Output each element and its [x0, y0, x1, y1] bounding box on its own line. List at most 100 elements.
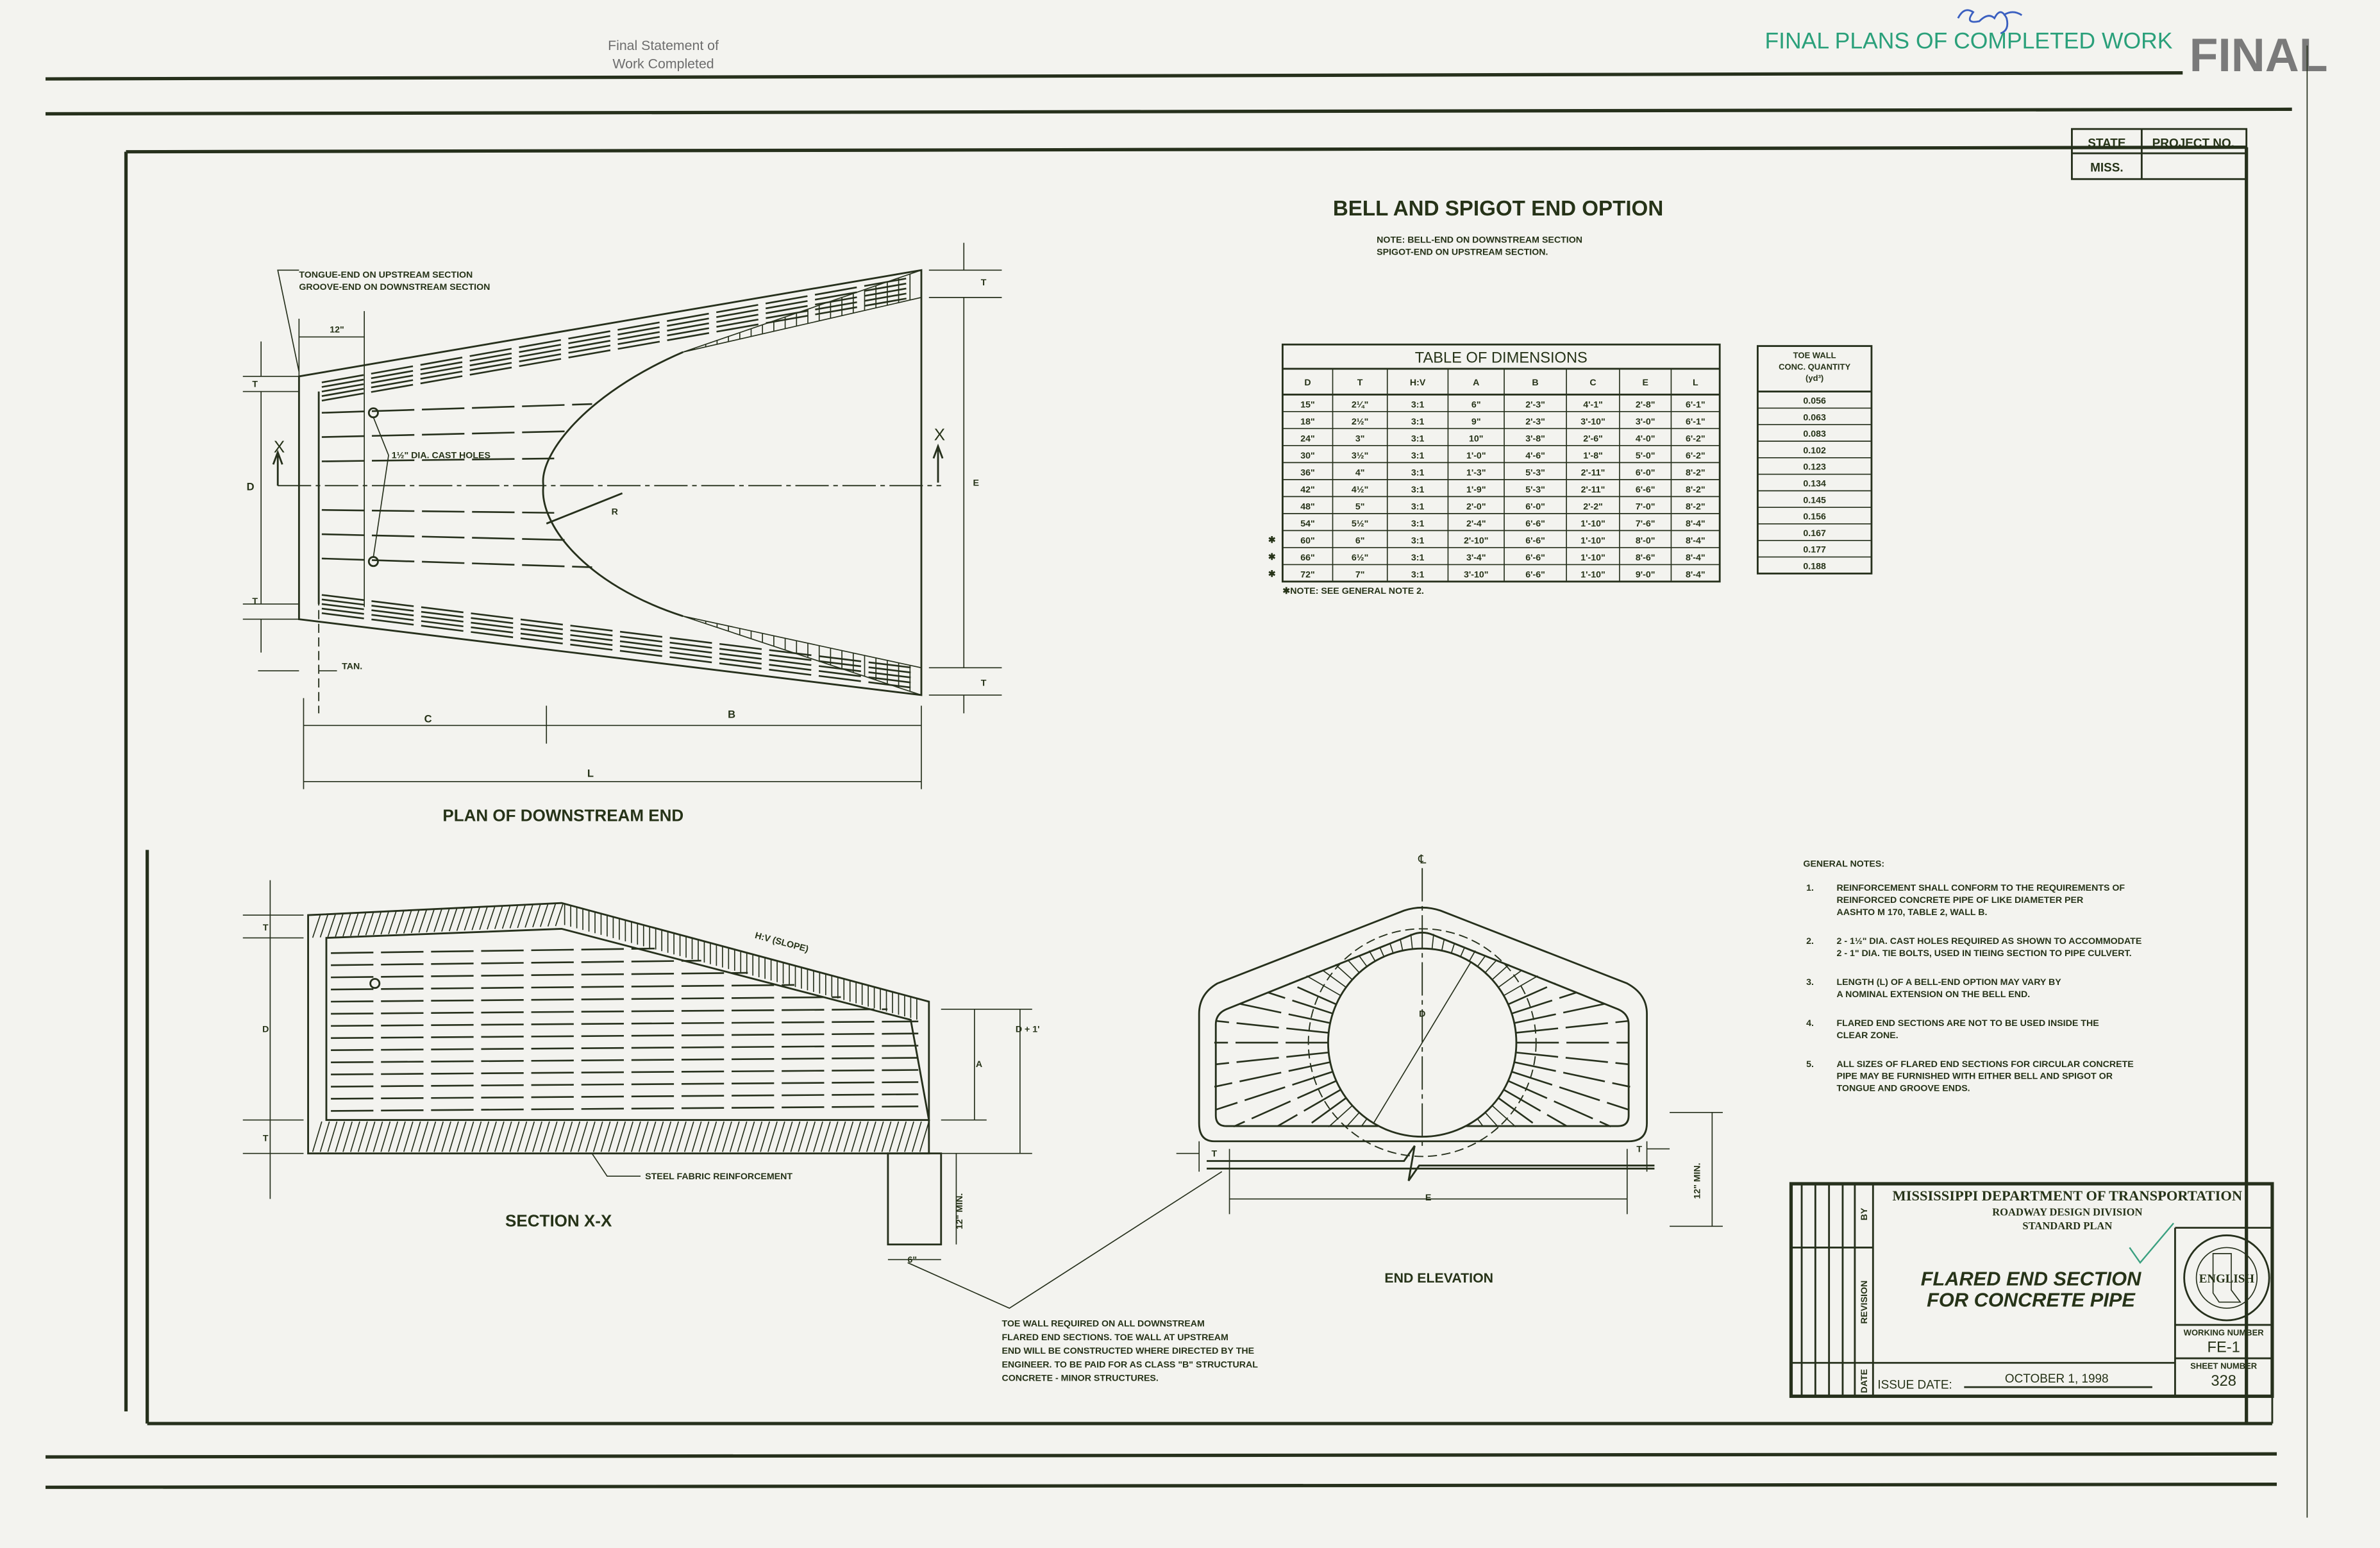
- radial-line: [1322, 970, 1346, 988]
- table-cell: 6'-6": [1525, 553, 1545, 563]
- note-number: 4.: [1806, 1018, 1814, 1029]
- bell-spigot-option: BELL AND SPIGOT END OPTION NOTE: BELL-EN…: [1333, 197, 1663, 258]
- table-cell: 2'-4": [1466, 519, 1486, 529]
- toe-wall-width-label: 6": [907, 1255, 917, 1265]
- table-cell: 6'-6": [1636, 485, 1655, 495]
- hatch-line: [889, 1121, 900, 1152]
- checkmark-icon: [2129, 1222, 2174, 1265]
- hatch-line: [410, 910, 420, 934]
- general-note-item: 4.FLARED END SECTIONS ARE NOT TO BE USED…: [1806, 1018, 2099, 1041]
- hatch-line: [539, 1121, 550, 1152]
- hatch-line: [881, 1121, 892, 1152]
- plan-of-downstream-end: TONGUE-END ON UPSTREAM SECTION GROOVE-EN…: [242, 242, 1002, 825]
- end-elevation: ℄ D T T E 12" MIN. END ELEVATION: [1176, 854, 1723, 1286]
- table-cell: 6": [1471, 400, 1481, 410]
- flare-curve: [542, 351, 683, 618]
- radial-line: [1431, 934, 1434, 950]
- dim-t-label: T: [981, 278, 987, 288]
- hatch-line: [532, 904, 541, 928]
- hatch-line: [350, 913, 359, 936]
- rebar-line: [321, 292, 911, 397]
- radial-line: [1516, 1020, 1629, 1034]
- note-line: 2 - 1½" DIA. CAST HOLES REQUIRED AS SHOW…: [1836, 936, 2141, 946]
- end-elevation-title: END ELEVATION: [1384, 1270, 1493, 1286]
- table-cell: 2¼": [1352, 400, 1368, 410]
- table-cell: 6'-0": [1636, 467, 1655, 478]
- table-cell: 3:1: [1411, 501, 1425, 512]
- sheet-number-label: SHEET NUMBER: [2190, 1361, 2258, 1371]
- hatch-line: [813, 1121, 823, 1152]
- table-cell: 1'-9": [1466, 485, 1486, 495]
- bell-spigot-note-1: NOTE: BELL-END ON DOWNSTREAM SECTION: [1377, 235, 1582, 246]
- toe-wall-header: CONC. QUANTITY: [1779, 362, 1850, 371]
- column-header-h:v: H:V: [1410, 378, 1426, 388]
- dim-12-in: 12": [330, 324, 344, 335]
- column-header-a: A: [1473, 378, 1479, 388]
- toe-wall-note-line: CONCRETE - MINOR STRUCTURES.: [1001, 1374, 1158, 1384]
- hatch-line: [410, 1121, 421, 1152]
- table-cell: 24": [1300, 433, 1315, 444]
- hatch-line: [851, 1121, 862, 1152]
- table-cell: 48": [1300, 501, 1315, 512]
- hatch-line: [501, 905, 511, 929]
- table-cell: 7": [1355, 570, 1365, 580]
- min-12-label: 12" MIN.: [1692, 1163, 1702, 1199]
- table-cell: 2'-10": [1464, 536, 1489, 546]
- table-cell: 6'-6": [1525, 519, 1545, 529]
- toe-wall-note-line: FLARED END SECTIONS. TOE WALL AT UPSTREA…: [1001, 1333, 1228, 1343]
- table-cell: 1'-0": [1466, 451, 1486, 461]
- by-label: BY: [1859, 1207, 1870, 1220]
- radial-line: [1267, 991, 1334, 1014]
- radial-line: [1450, 943, 1455, 954]
- hatch-line: [441, 1121, 451, 1152]
- radial-line: [1477, 955, 1486, 967]
- hatch-line: [843, 1121, 854, 1152]
- rebar-line: [331, 959, 701, 966]
- note-line: ALL SIZES OF FLARED END SECTIONS FOR CIR…: [1836, 1059, 2133, 1070]
- table-cell: 8'-2": [1686, 501, 1705, 512]
- toe-wall-quantity: 0.063: [1803, 412, 1826, 423]
- radial-line: [1507, 982, 1556, 1005]
- statement-label-line2: Work Completed: [612, 56, 714, 72]
- note-line: REINFORCED CONCRETE PIPE OF LIKE DIAMETE…: [1836, 895, 2083, 905]
- revision-label: REVISION: [1859, 1281, 1870, 1324]
- table-cell: 4'-0": [1636, 433, 1655, 444]
- hatch-line: [835, 1121, 846, 1152]
- hatch-line: [760, 1121, 771, 1152]
- rebar-line: [321, 287, 911, 392]
- hatch-line: [357, 1121, 368, 1152]
- table-cell: 6'-1": [1686, 417, 1705, 427]
- hatch-line: [570, 1121, 581, 1152]
- dim-b-label: B: [728, 708, 735, 720]
- hatch-line: [722, 1121, 732, 1152]
- table-cell: 8'-4": [1686, 536, 1705, 546]
- hatch-line: [448, 908, 458, 932]
- table-cell: 15": [1300, 400, 1315, 410]
- toe-wall-quantity: 0.134: [1803, 479, 1826, 489]
- column-header-e: E: [1642, 378, 1648, 388]
- hatch-line: [539, 904, 549, 927]
- toe-wall-header: TOE WALL: [1793, 351, 1836, 360]
- groove-end-note: GROOVE-END ON DOWNSTREAM SECTION: [299, 282, 490, 292]
- note-line: PIPE MAY BE FURNISHED WITH EITHER BELL A…: [1836, 1072, 2112, 1082]
- rebar-line: [321, 509, 555, 514]
- column-header-b: B: [1532, 378, 1538, 388]
- radial-line: [1239, 1003, 1330, 1024]
- general-notes: GENERAL NOTES: 1.REINFORCEMENT SHALL CON…: [1803, 859, 2141, 1093]
- hatch-line: [691, 1121, 702, 1152]
- radial-line: [1379, 946, 1385, 957]
- general-note-item: 2.2 - 1½" DIA. CAST HOLES REQUIRED AS SH…: [1806, 936, 2141, 959]
- section-arrows-icon: [272, 443, 944, 486]
- hatch-line: [775, 1121, 785, 1152]
- table-cell: 3:1: [1411, 400, 1425, 410]
- hatch-line: [380, 911, 389, 935]
- hatch-line: [646, 1121, 657, 1152]
- rebar-line: [321, 533, 569, 541]
- bell-spigot-note-2: SPIGOT-END ON UPSTREAM SECTION.: [1377, 248, 1548, 258]
- radial-line: [1368, 950, 1376, 962]
- dim-d-label: D: [247, 480, 255, 492]
